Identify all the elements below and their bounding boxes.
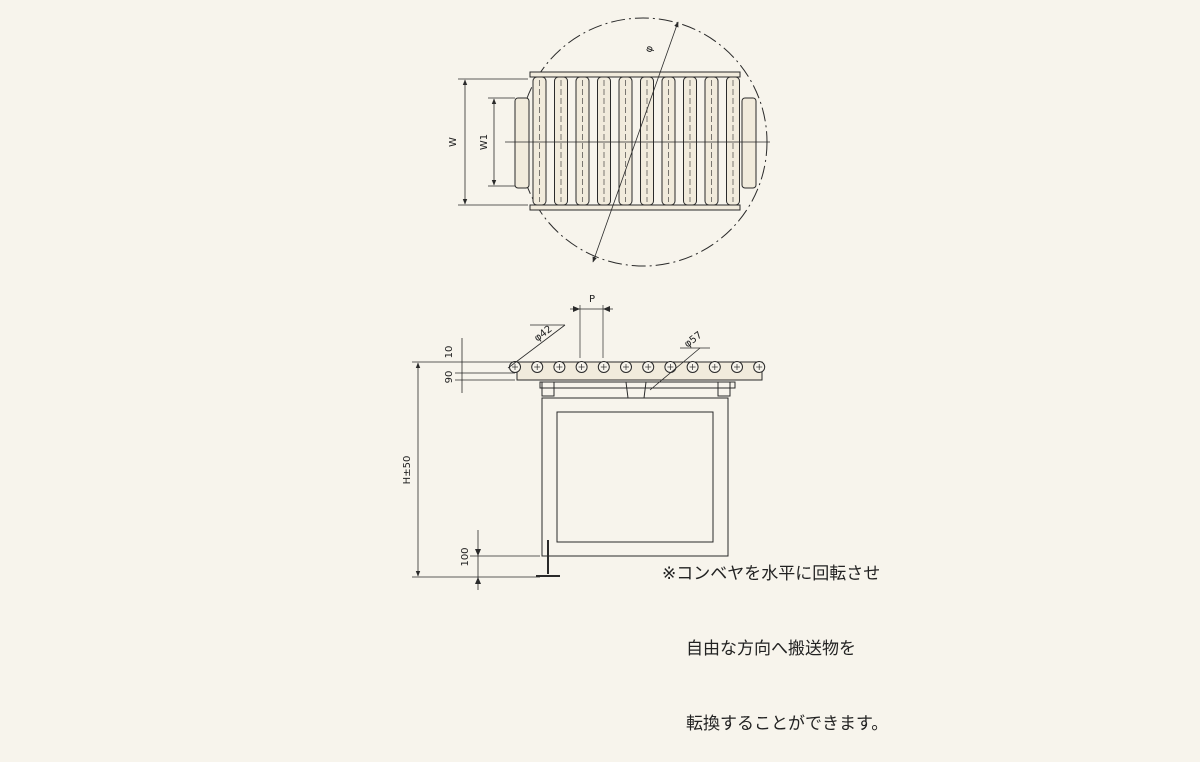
dim-phi57-label: φ57 [682,330,704,350]
stand-inner [556,411,714,543]
dim-w-label: W [448,137,459,147]
top-roller [575,76,590,206]
dim-w1-label: W1 [479,134,490,150]
dim-diameter-label: φ [643,44,656,54]
dim-h-label: H±50 [402,456,413,485]
dim-phi42-leader [507,324,566,369]
top-roller [618,76,633,206]
top-roller [726,76,740,206]
front-rollers [509,361,766,373]
rotation-note: ※コンベヤを水平に回転させ 自由な方向へ搬送物を 転換することができます。 [662,512,888,762]
note-line-3: 転換することができます。 [686,714,889,734]
top-roller [597,76,611,206]
right-side-roller [741,97,757,189]
turntable [625,381,647,399]
top-roller [554,76,568,206]
note-line-2: 自由な方向へ搬送物を [686,639,856,659]
conveyor-drawing: W W1 φ [402,17,770,590]
left-side-roller [514,97,530,189]
dim-90-label: 90 [444,371,455,384]
top-view [458,17,770,267]
dim-p-label: P [589,294,595,305]
top-frame-rail [529,71,741,78]
swivel-plate [539,381,736,389]
top-roller [704,76,719,206]
top-roller [661,76,676,206]
dim-10-label: 10 [444,346,455,359]
dim-phi57-leader [649,347,701,391]
note-line-1: ※コンベヤを水平に回転させ [662,564,881,584]
front-view [412,305,766,590]
top-roller [532,76,547,206]
conveyor-frame [516,361,763,381]
bottom-frame-rail [529,204,741,211]
top-roller [683,76,697,206]
dim-100-label: 100 [460,547,471,566]
dim-diameter-line [592,21,679,263]
